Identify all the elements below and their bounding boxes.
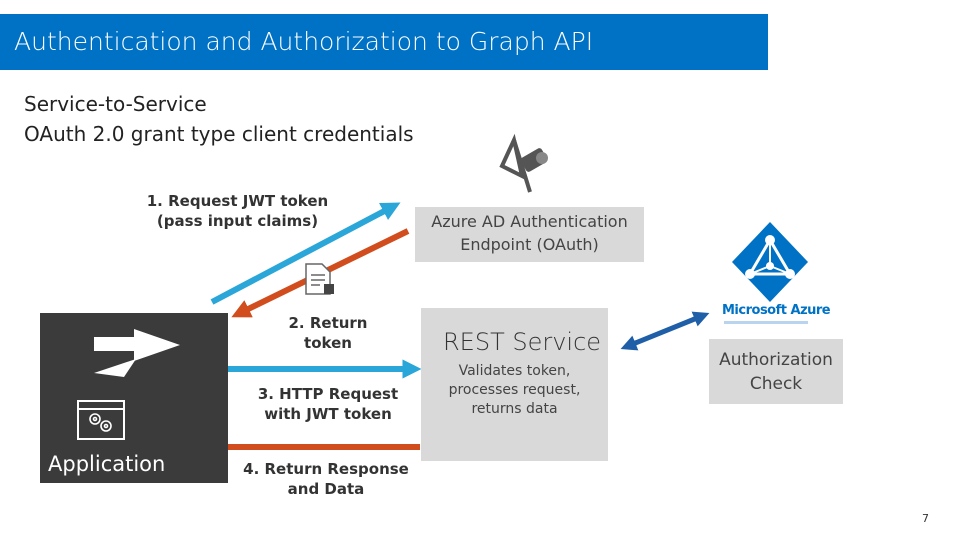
step-3-line-1: 3. HTTP Request [257, 385, 399, 403]
step-2-line-2: token [304, 334, 352, 352]
step-1-line-2: (pass input claims) [156, 212, 319, 230]
azure-ad-auth-line-2: Endpoint (OAuth) [460, 235, 599, 254]
azure-ad-auth-line-1: Azure AD Authentication [431, 212, 628, 231]
arrow-authorization-check [620, 311, 710, 351]
application-label: Application [48, 452, 166, 476]
rest-service-box: REST Service Validates token, processes … [421, 308, 608, 461]
arrow-request-token [210, 202, 401, 305]
subtitle-line-1: Service-to-Service [24, 92, 207, 116]
authorization-check-line-2: Check [749, 374, 803, 394]
subtitle-line-2: OAuth 2.0 grant type client credentials [24, 122, 414, 146]
authorization-check-line-1: Authorization [719, 350, 833, 370]
application-box [40, 313, 228, 483]
microsoft-azure-logo: Microsoft Azure [722, 303, 831, 318]
document-icon [305, 263, 334, 295]
page-title: Authentication and Authorization to Grap… [14, 27, 594, 56]
azure-ad-auth-box: Azure AD Authentication Endpoint (OAuth) [415, 207, 644, 262]
step-2-line-1: 2. Return [288, 314, 368, 332]
rest-service-title: REST Service [443, 328, 602, 356]
page-number: 7 [922, 512, 929, 525]
authorization-check-box: Authorization Check [709, 339, 843, 404]
step-3-line-2: with JWT token [264, 405, 392, 423]
application-window-icon [77, 400, 125, 440]
azure-ad-pyramid-icon [732, 222, 808, 302]
step-4-label: 4. Return Response and Data [238, 459, 414, 499]
step-4-line-1: 4. Return Response [243, 460, 409, 478]
step-2-label: 2. Return token [276, 313, 380, 353]
rest-service-line-3: returns data [471, 401, 558, 417]
step-1-label: 1. Request JWT token (pass input claims) [130, 191, 345, 231]
arrow-shape-icon [94, 329, 180, 377]
application-art [77, 329, 180, 440]
azure-ad-app-icon [499, 133, 548, 193]
logo-subline [724, 321, 808, 324]
step-3-label: 3. HTTP Request with JWT token [250, 384, 406, 424]
step-1-line-1: 1. Request JWT token [146, 192, 329, 210]
step-4-line-2: and Data [287, 480, 365, 498]
title-bar [0, 14, 768, 70]
rest-service-line-2: processes request, [448, 382, 581, 398]
rest-service-description: Validates token, processes request, retu… [421, 362, 608, 419]
gears-icon [89, 413, 112, 432]
rest-service-line-1: Validates token, [458, 363, 571, 379]
